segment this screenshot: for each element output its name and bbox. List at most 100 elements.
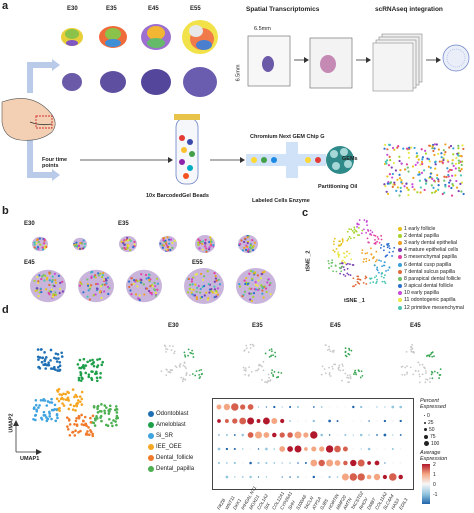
dotplot-dot bbox=[343, 460, 348, 466]
dotplot-dot bbox=[297, 462, 299, 464]
tsne-point bbox=[346, 250, 348, 253]
spatial-spot bbox=[209, 238, 213, 242]
tsne-point bbox=[388, 245, 391, 247]
spatial-spot bbox=[123, 246, 126, 250]
umap-point bbox=[74, 419, 78, 423]
spatial-spot bbox=[134, 293, 138, 296]
tsne-point bbox=[378, 241, 381, 244]
spatial-spot bbox=[193, 294, 197, 297]
scrna-point bbox=[385, 190, 388, 193]
scrna-point bbox=[386, 148, 389, 151]
umap-point bbox=[74, 393, 78, 397]
spatial-spot bbox=[241, 249, 245, 252]
cell-type-label: Si_SR bbox=[156, 432, 174, 439]
cell-type-color-dot bbox=[148, 421, 154, 428]
umap-point bbox=[85, 424, 88, 428]
spatial-spot bbox=[86, 284, 90, 287]
spatial-spot bbox=[58, 291, 61, 295]
spatial-spot bbox=[133, 240, 136, 243]
umap-stage-point bbox=[412, 373, 415, 376]
spatial-spot bbox=[202, 275, 206, 278]
scrna-point bbox=[416, 191, 419, 194]
spatial-spot bbox=[199, 287, 202, 291]
umap-stage-point bbox=[192, 356, 195, 358]
scrna-point bbox=[440, 156, 443, 159]
umap-stage-point bbox=[249, 347, 252, 349]
dotplot-dot bbox=[281, 476, 283, 478]
scrna-point bbox=[406, 166, 409, 169]
scrna-point bbox=[455, 156, 458, 160]
dotplot-dot bbox=[334, 445, 341, 453]
umap-point bbox=[50, 401, 54, 404]
tsne-point bbox=[333, 243, 335, 246]
umap-stage-point bbox=[173, 352, 176, 355]
tsne-point bbox=[349, 263, 351, 266]
scrna-point bbox=[400, 181, 403, 184]
spatial-spot bbox=[254, 283, 257, 286]
umap-stage-point bbox=[244, 369, 247, 372]
dotplot-dot bbox=[265, 461, 268, 465]
scrna-point bbox=[398, 155, 401, 158]
umap-point bbox=[61, 402, 64, 405]
umap-point bbox=[89, 428, 92, 432]
scrna-point bbox=[437, 184, 440, 187]
spatial-spot bbox=[45, 245, 48, 249]
dotplot-dot bbox=[233, 461, 236, 465]
umap-point bbox=[66, 427, 70, 431]
spatial-spot bbox=[36, 275, 39, 279]
umap-point bbox=[58, 360, 62, 364]
tsne-point bbox=[373, 234, 375, 237]
umap-point bbox=[38, 404, 41, 407]
scrna-point bbox=[450, 186, 453, 190]
scrna-point bbox=[430, 184, 433, 187]
spatial-spot bbox=[61, 280, 64, 283]
dotplot-dot bbox=[312, 475, 316, 479]
umap-stage-point bbox=[346, 374, 349, 377]
umap-stage-point bbox=[332, 350, 335, 353]
umap-stage-point bbox=[331, 365, 334, 368]
scrna-point bbox=[459, 182, 462, 185]
umap-point bbox=[45, 419, 49, 423]
tsne-point bbox=[388, 247, 391, 250]
spatial-spot bbox=[213, 272, 216, 275]
tsne-point bbox=[339, 272, 342, 275]
spatial-spot bbox=[82, 291, 85, 294]
tsne-point bbox=[386, 243, 389, 246]
scrna-point bbox=[462, 192, 465, 196]
scrna-point bbox=[383, 147, 386, 150]
umap-point bbox=[99, 371, 102, 375]
tsne-point bbox=[340, 243, 342, 246]
dotplot-dot bbox=[374, 460, 380, 466]
he-tooth-sections bbox=[62, 67, 217, 97]
umap-point bbox=[95, 415, 98, 418]
scrna-point bbox=[451, 159, 454, 162]
panel-label-a: a bbox=[2, 0, 9, 12]
umap-stage-point bbox=[251, 343, 254, 346]
umap-point bbox=[39, 399, 43, 402]
tsne-point bbox=[346, 267, 349, 270]
umap-point bbox=[103, 411, 107, 415]
colored-tooth-sections bbox=[61, 20, 218, 54]
umap-point bbox=[64, 392, 68, 396]
umap-point bbox=[55, 397, 59, 401]
umap-stage-point bbox=[191, 373, 194, 375]
umap-point bbox=[47, 361, 50, 364]
umap-stage-point bbox=[328, 371, 331, 374]
scrna-point bbox=[391, 172, 394, 176]
tsne-point bbox=[338, 240, 341, 243]
dotplot-dot bbox=[328, 434, 331, 436]
umap-point bbox=[67, 407, 71, 411]
umap-stage-point bbox=[180, 376, 183, 379]
umap-stage-point bbox=[182, 364, 185, 367]
cell-type-color-dot bbox=[148, 465, 154, 472]
umap-stage-point bbox=[274, 355, 277, 358]
tsne-point bbox=[339, 267, 342, 270]
dotplot-dot bbox=[305, 406, 307, 408]
scrna-point bbox=[394, 169, 398, 172]
spatial-spot bbox=[153, 281, 156, 285]
umap-stage-point bbox=[270, 350, 273, 353]
spatial-spot bbox=[33, 279, 36, 282]
scrna-point bbox=[435, 177, 439, 180]
spatial-spot bbox=[103, 290, 106, 293]
scrna-point bbox=[408, 146, 411, 149]
